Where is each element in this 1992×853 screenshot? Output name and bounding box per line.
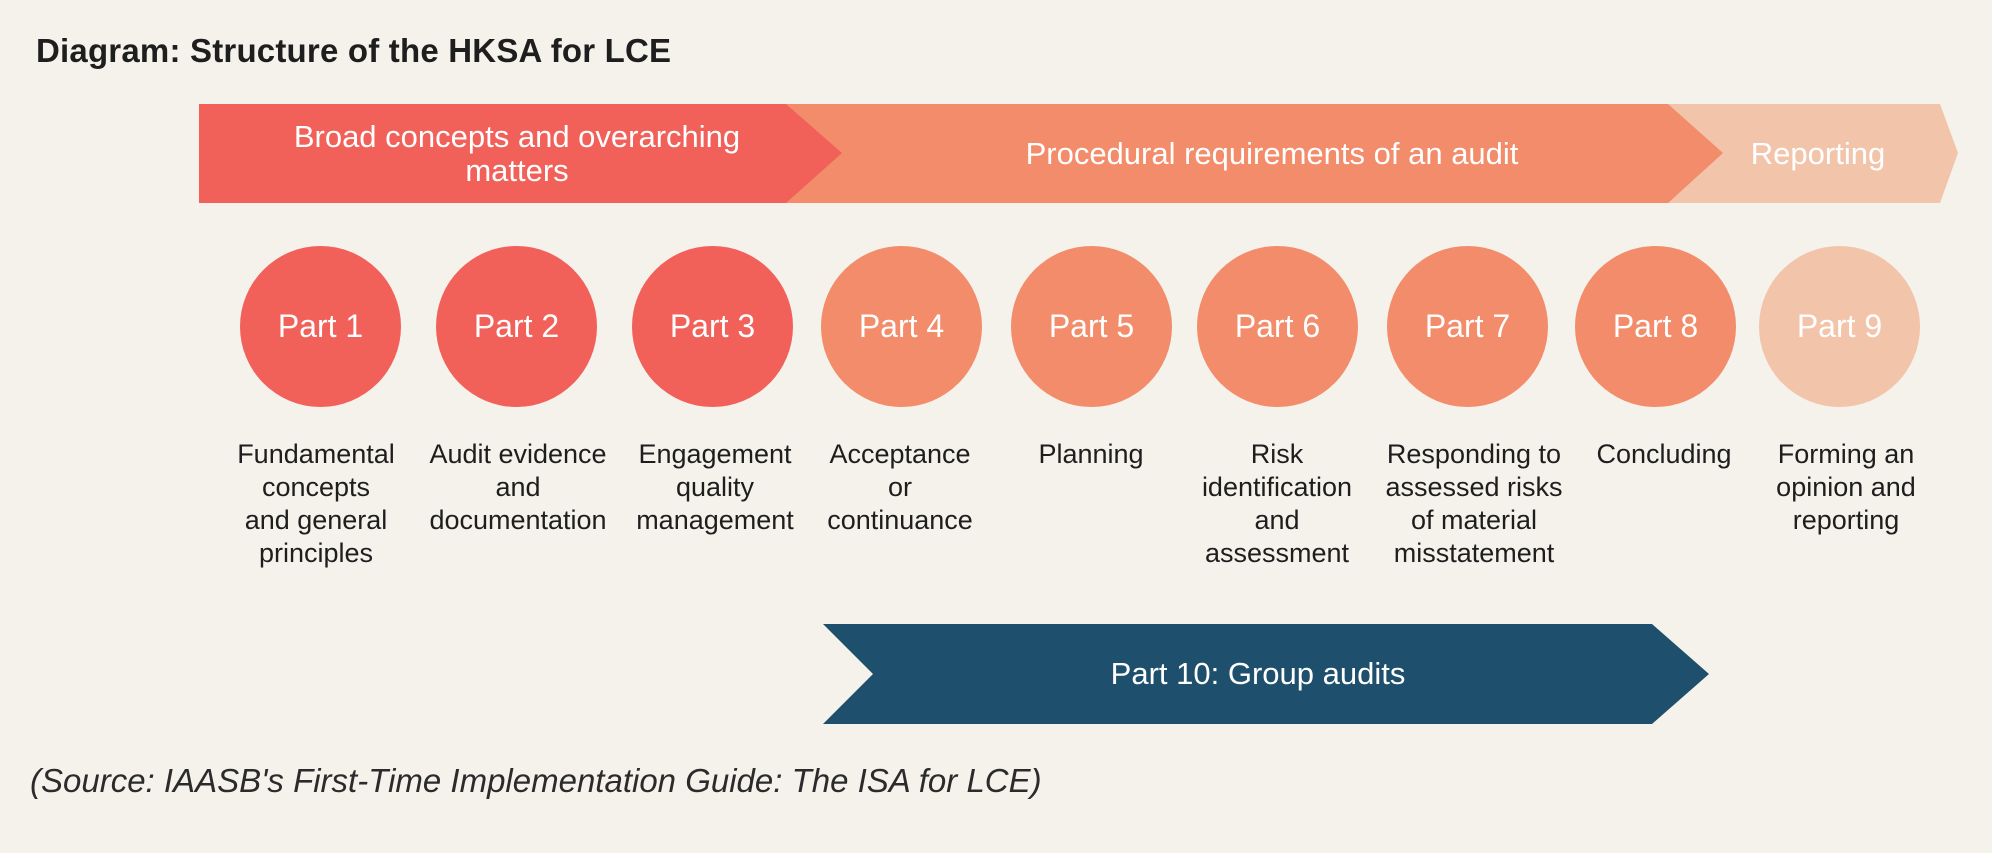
broad-concepts-band-arrow: [199, 104, 842, 203]
part-circle-2: Part 2: [436, 246, 597, 407]
part-description-8: Concluding: [1596, 439, 1732, 469]
band-label-procedural: Procedural requirements of an audit: [1025, 135, 1519, 171]
group-audits-label: Part 10: Group audits: [1110, 656, 1406, 691]
group-audits-arrow: [823, 624, 1709, 724]
part-description-1: Fundamental concepts and general princip…: [237, 439, 395, 568]
band-label-reporting: Reporting: [1750, 135, 1886, 171]
source-note: (Source: IAASB's First-Time Implementati…: [30, 762, 1042, 799]
part-description-3: Engagement quality management: [636, 439, 794, 535]
part-circle-3: Part 3: [632, 246, 793, 407]
part-description-9: Forming an opinion and reporting: [1776, 439, 1916, 535]
part-description-5: Planning: [1038, 439, 1144, 469]
part-circle-1: Part 1: [240, 246, 401, 407]
part-circle-9: Part 9: [1759, 246, 1920, 407]
part-description-4: Acceptance or continuance: [827, 439, 973, 535]
part-circle-4: Part 4: [821, 246, 982, 407]
part-circle-5: Part 5: [1011, 246, 1172, 407]
part-circle-6: Part 6: [1197, 246, 1358, 407]
part-description-6: Risk identification and assessment: [1201, 439, 1353, 568]
part-circle-7: Part 7: [1387, 246, 1548, 407]
diagram-title: Diagram: Structure of the HKSA for LCE: [36, 32, 672, 69]
reporting-band-arrow: [1660, 104, 1958, 203]
part-description-2: Audit evidence and documentation: [429, 439, 607, 535]
part-description-7: Responding to assessed risks of material…: [1385, 439, 1563, 568]
procedural-band-arrow: [780, 104, 1723, 203]
band-label-broad-concepts: Broad concepts and overarching matters: [293, 118, 741, 188]
part-circle-8: Part 8: [1575, 246, 1736, 407]
